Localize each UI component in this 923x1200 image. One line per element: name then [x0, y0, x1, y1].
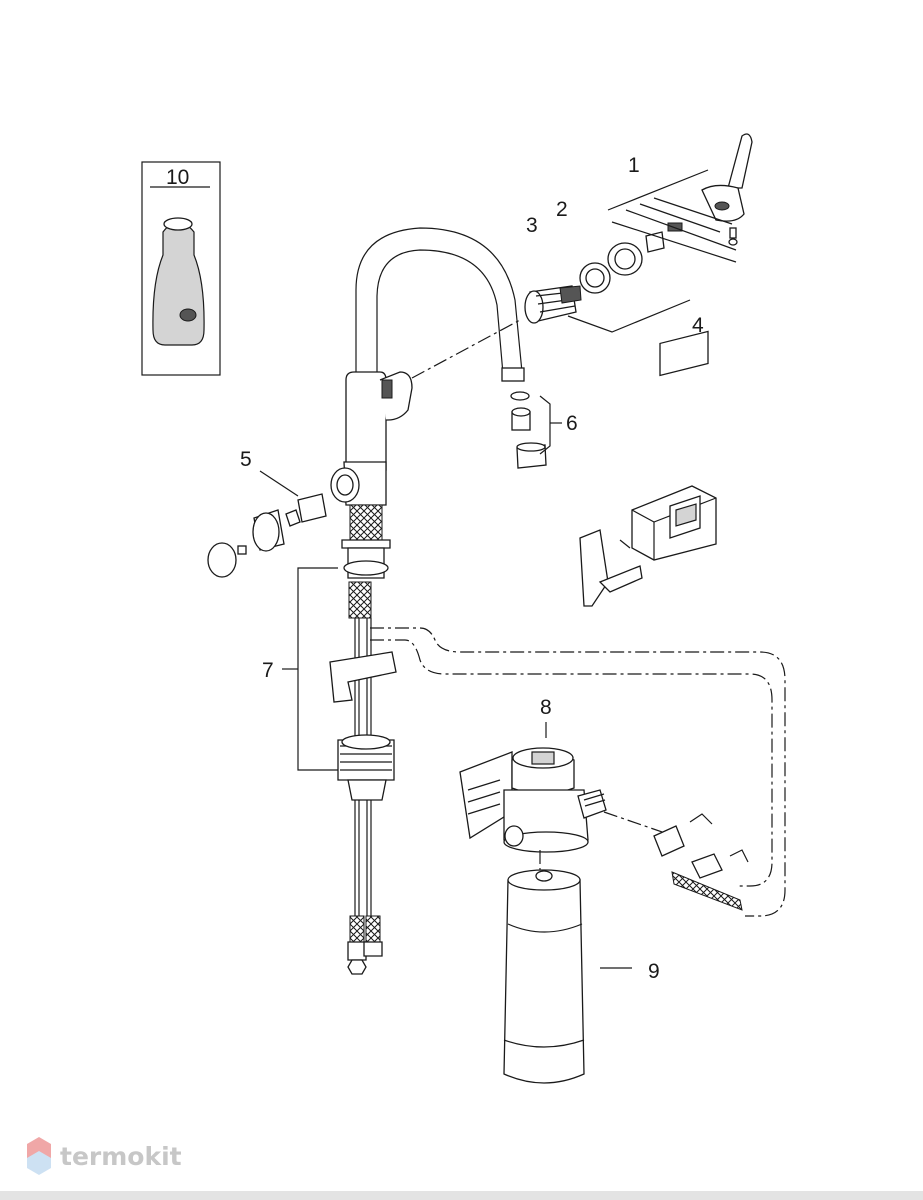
watermark-text: termokit	[60, 1142, 182, 1171]
filter-head-part-8	[459, 722, 749, 911]
faucet-body	[330, 227, 525, 579]
bottle-part-10	[141, 161, 221, 376]
label-6: 6	[566, 412, 578, 435]
label-1: 1	[628, 154, 640, 177]
filter-line-route	[370, 627, 786, 917]
label-9: 9	[648, 960, 660, 983]
aerator-part-6	[510, 391, 562, 469]
termokit-logo-icon	[27, 1137, 51, 1175]
part-labels: 1 2 3 4 5 6 7 8 9 10	[166, 154, 704, 983]
label-8: 8	[540, 696, 552, 719]
hoses-part-7	[282, 567, 397, 975]
label-4: 4	[692, 314, 704, 337]
label-5: 5	[240, 448, 252, 471]
control-box	[579, 330, 717, 607]
filter-cartridge-part-9	[503, 850, 632, 1084]
label-2: 2	[556, 198, 568, 221]
cartridge-assembly	[411, 133, 753, 379]
label-7: 7	[262, 659, 274, 682]
termokit-watermark: termokit	[27, 1137, 182, 1175]
label-3: 3	[526, 214, 538, 237]
side-connector-part-5	[207, 470, 327, 578]
bottom-edge-bar	[0, 1191, 923, 1200]
label-10: 10	[166, 166, 189, 189]
